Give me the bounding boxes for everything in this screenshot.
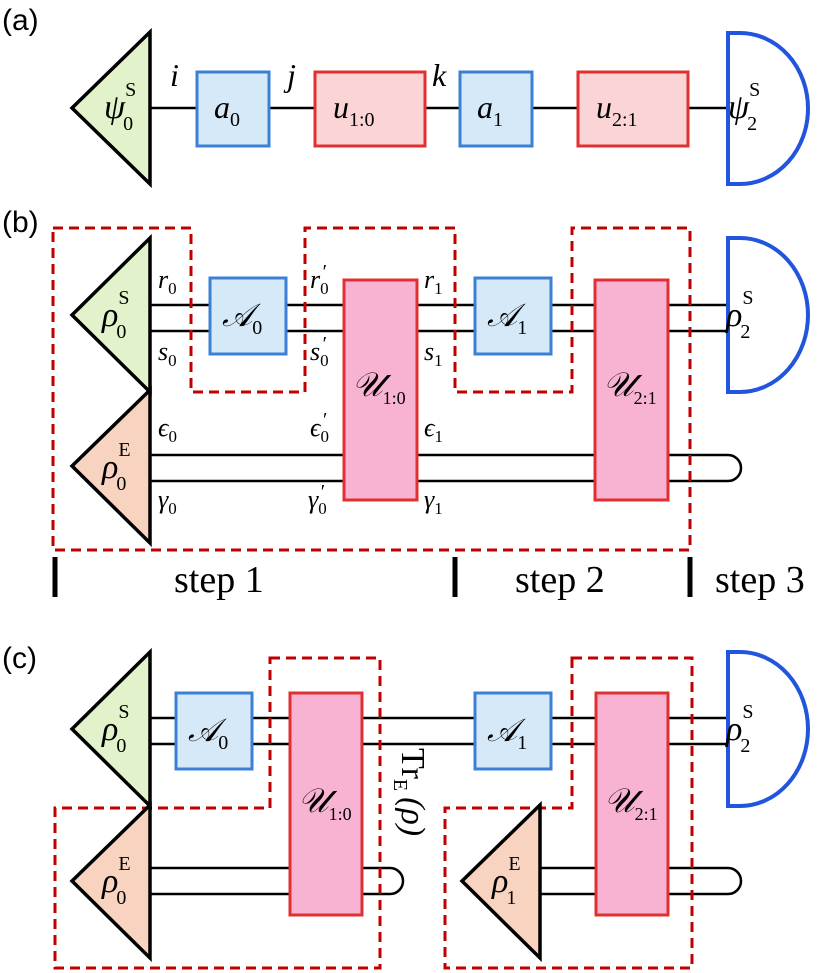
u10-label: u1:0 [333,89,375,131]
index-k-label: k [432,57,447,93]
rho0-s-label: ρ0S [101,287,129,343]
c-rho0-e-label: ρ0E [101,853,131,909]
c-A0-box [174,691,254,771]
c-rho1-e-triangle [459,800,542,963]
c-A1-box [473,691,553,771]
a1-box [458,70,534,148]
u10-box [313,70,427,148]
wire-label-s0: s0 [158,337,177,370]
U10-block [342,278,419,502]
wire-label-r1: r1 [424,265,443,298]
step-2-label: step 2 [515,559,605,601]
c-rho2-s-effect-cap [726,650,810,808]
step-1-label: step 1 [174,559,264,601]
u21-box [576,70,690,148]
wire-label-epsilon0-prime: ϵ0′ [310,409,329,446]
c-rho0-s-triangle [69,647,152,811]
c-outline-right-dashed [443,656,694,970]
step-3-label: step 3 [715,559,805,601]
environment-wire-bottom-loop [150,453,743,483]
U21-block [593,278,670,502]
c-rho0-e-triangle [69,800,152,963]
wire-label-r0-prime: r0′ [310,261,329,298]
c-U21-block [594,691,670,917]
rho2-s-label: ρ2S [725,287,753,343]
c-env1-wire-bottom-loop [540,866,743,896]
wire-label-epsilon0: ϵ0 [158,413,177,446]
wire-label-gamma1: γ1 [424,485,443,518]
panel-b-label: (b) [2,206,39,239]
psi0-state-triangle [69,27,152,189]
wire-label-s1: s1 [424,337,443,370]
rho0-e-triangle [69,385,152,548]
c-rho1-e-label: ρ1E [491,853,521,909]
index-j-label: j [283,57,296,93]
panel-b: (b) ρ0S ρ0E 𝒜0 𝒰1:0 𝒜1 [2,206,810,601]
u21-label: u2:1 [596,89,638,131]
rho2-s-effect-cap [726,236,810,394]
rho0-s-triangle [69,233,152,397]
psi0-label: ψ0S [104,79,136,135]
partial-trace-label: TrE(ρ) [389,748,431,836]
A1-box [473,276,553,356]
wire-label-r0: r0 [158,265,177,298]
c-U10-block [288,691,364,917]
a0-label: a0 [214,89,240,131]
rho0-e-label: ρ0E [101,439,131,495]
wire-label-s0-prime: s0′ [310,333,329,370]
wire-label-gamma0: γ0 [158,485,177,518]
panel-a: (a) ψ0S a0 u1:0 a1 u2:1 i j k ψ2S [2,4,810,189]
a0-box [195,70,271,148]
wire-label-epsilon1: ϵ1 [424,413,443,446]
c-env0-wire-bottom-loop [150,866,405,896]
panel-a-label: (a) [2,4,39,37]
panel-c: (c) ρ0S ρ0E ρ1E 𝒜0 𝒰1 [2,642,810,970]
index-i-label: i [170,57,179,93]
c-rho2-s-label: ρ2S [725,701,753,757]
a1-label: a1 [477,89,503,131]
panel-c-label: (c) [2,642,37,675]
c-rho0-s-label: ρ0S [101,701,129,757]
partial-trace-annotation: TrE(ρ) [389,748,431,836]
psi2-label: ψ2S [728,79,760,135]
psi2-effect-cap [726,31,810,186]
c-outline-left-dashed [53,656,382,970]
wire-label-gamma0-prime: γ0′ [308,481,327,518]
A0-box [208,276,288,356]
